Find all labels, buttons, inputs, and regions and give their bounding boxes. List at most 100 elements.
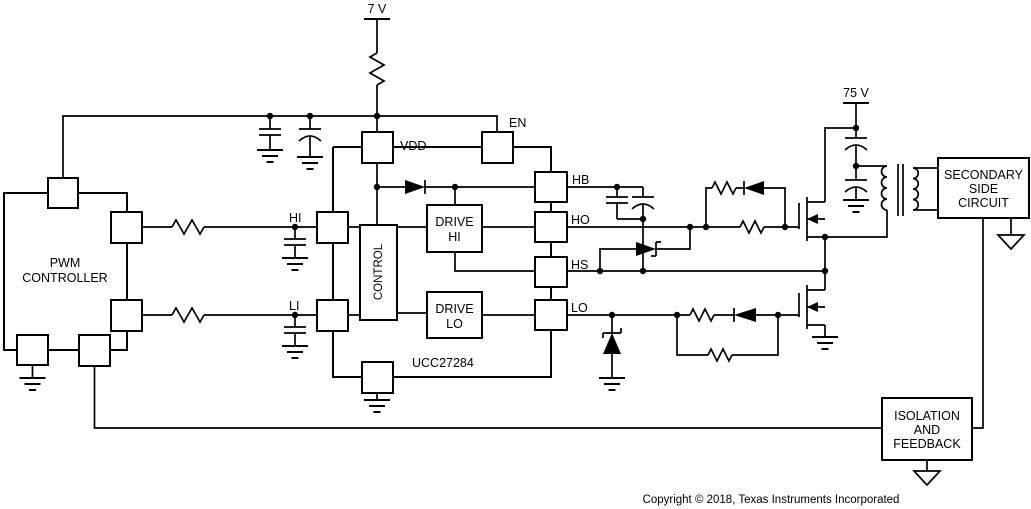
secondary-block-label-line3: CIRCUIT <box>958 196 1009 210</box>
ucc-pin-lo <box>534 299 568 331</box>
ucc-pin-hi <box>316 211 349 244</box>
junction-dot <box>306 112 314 120</box>
ic-part-number-label: UCC27284 <box>412 356 474 370</box>
copyright-text: Copyright © 2018, Texas Instruments Inco… <box>643 494 900 506</box>
pwm-pin-supply <box>47 177 79 209</box>
ho-turnoff-diode <box>743 181 764 195</box>
lo-gate-clamp-zener-diode <box>602 328 622 354</box>
ground-symbol-vdd-bulk <box>297 156 323 170</box>
bootstrap-capacitor <box>606 187 628 219</box>
ucc-pin-li <box>316 299 349 332</box>
isolation-block-label-line1: ISOLATION <box>894 409 960 423</box>
secondary-block-label-line2: SIDE <box>969 182 998 196</box>
junction-dot <box>821 233 829 241</box>
lo-pin-label: LO <box>571 301 588 315</box>
vdd-bulk-capacitor <box>298 116 322 157</box>
ground-symbol-hi-filter <box>282 257 308 271</box>
bootstrap-bulk-capacitor <box>631 187 655 219</box>
pwm-pin-gnd <box>16 334 49 366</box>
secondary-block-label-line1: SECONDARY <box>944 168 1024 182</box>
junction-dot <box>608 311 616 319</box>
hb-pin-label: HB <box>572 173 589 187</box>
ucc-pin-vss <box>361 361 394 394</box>
drive-hi-label-line1: DRIVE <box>435 215 473 229</box>
li-net-label: LI <box>289 299 299 313</box>
junction-dot <box>266 112 274 120</box>
drive-lo-label-line1: DRIVE <box>435 302 473 316</box>
control-block-label: CONTROL <box>373 243 385 300</box>
hs-gate-clamp-zener-diode <box>636 241 661 257</box>
junction-dot <box>291 223 299 231</box>
junction-dot <box>451 183 459 191</box>
junction-dot <box>673 311 681 319</box>
pwm-pin-li-out <box>110 299 143 332</box>
ground-symbol-vss <box>364 399 390 413</box>
vdd-pin-label: VDD <box>400 139 426 153</box>
ground-symbol-bus-cap <box>843 199 869 213</box>
hs-pin-label: HS <box>571 258 588 272</box>
hi-filter-capacitor <box>284 227 306 258</box>
transformer-secondary-winding <box>912 167 920 211</box>
secondary-side-circuit-block <box>937 157 1030 219</box>
lo-turnoff-diode <box>733 308 756 322</box>
junction-dot <box>613 183 621 191</box>
resistor-ho-gate <box>739 219 765 235</box>
chassis-ground-secondary <box>996 234 1026 251</box>
isolation-block-label-line2: AND <box>914 423 940 437</box>
li-filter-capacitor <box>284 315 306 346</box>
ucc-pin-vdd <box>361 131 394 164</box>
junction-dot <box>702 223 710 231</box>
pwm-block-label-line2: CONTROLLER <box>22 271 107 285</box>
junction-dot <box>781 223 789 231</box>
vdd-bypass-capacitor <box>259 116 281 150</box>
transformer-core <box>897 164 904 216</box>
wire-segments <box>31 19 1012 471</box>
bus-capacitor-2 <box>844 166 868 200</box>
ground-symbol-vdd-bypass <box>257 149 283 163</box>
junction-dots <box>266 112 860 319</box>
bus-capacitor-1 <box>844 128 868 166</box>
resistor-lo-turnoff <box>689 307 715 323</box>
hi-net-label: HI <box>289 211 302 225</box>
drive-hi-block <box>426 204 483 253</box>
resistor-ho-turnoff <box>711 180 737 196</box>
junction-dot <box>821 267 829 275</box>
junction-dot <box>639 215 647 223</box>
junction-dot <box>686 223 694 231</box>
junction-dot <box>852 124 860 132</box>
junction-dot <box>291 311 299 319</box>
junction-dot <box>774 311 782 319</box>
junction-dot <box>596 267 604 275</box>
drive-lo-block <box>426 291 483 339</box>
bootstrap-diode <box>405 180 426 194</box>
junction-dot <box>852 162 860 170</box>
chassis-ground-isolation <box>912 470 942 487</box>
high-side-mosfet <box>798 197 825 241</box>
resistor-li-input <box>171 306 205 324</box>
en-pin-label: EN <box>509 116 526 130</box>
pwm-block-label-line1: PWM <box>50 256 81 270</box>
pwm-controller-block <box>3 192 128 351</box>
transformer-primary-winding <box>880 165 888 211</box>
supply-7v-label: 7 V <box>368 2 387 16</box>
ucc-pin-en <box>481 131 514 164</box>
low-side-mosfet <box>798 285 825 329</box>
drive-lo-label-line2: LO <box>446 317 463 331</box>
supply-75v-label: 75 V <box>843 86 869 100</box>
resistor-lo-gate <box>707 347 733 363</box>
isolation-block-label-line3: FEEDBACK <box>893 437 961 451</box>
ucc-pin-hb <box>534 171 568 203</box>
transformer <box>880 164 920 216</box>
junction-dot <box>639 267 647 275</box>
ls-fet-body-arrow <box>807 302 818 312</box>
pwm-pin-hi-out <box>110 211 143 244</box>
junction-dot <box>373 183 381 191</box>
junction-dot <box>373 112 381 120</box>
ground-symbol-ls-fet <box>812 336 838 350</box>
ground-symbol-lo-zener <box>599 377 625 391</box>
ground-symbol-pwm <box>19 377 46 391</box>
hs-fet-body-arrow <box>807 214 818 224</box>
ucc27284-ic-outline <box>332 146 552 378</box>
